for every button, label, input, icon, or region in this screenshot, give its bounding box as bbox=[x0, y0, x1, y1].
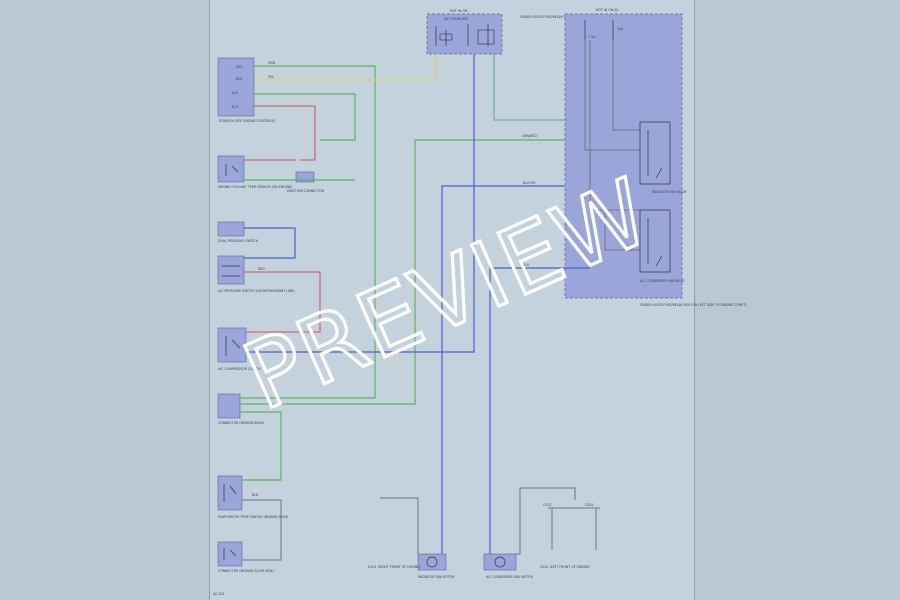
fuse-left-label: 7.5A bbox=[588, 35, 596, 39]
top-block-coil bbox=[439, 33, 453, 41]
ac-pressure-box bbox=[217, 255, 245, 285]
wire-black-2 bbox=[380, 497, 419, 554]
radiator-fan-relay bbox=[639, 121, 671, 185]
coolant-switch-box bbox=[217, 155, 245, 183]
relay-box-header: HOT IN ON (II) bbox=[596, 8, 618, 12]
wire-blue-1 bbox=[244, 227, 296, 259]
ecm-pin-2: B20 bbox=[236, 77, 242, 81]
wire-blue-2 bbox=[246, 54, 475, 353]
wire-black-1 bbox=[242, 499, 282, 561]
relay-box-internal-wires bbox=[584, 40, 640, 251]
ecm-pin-4: B15 bbox=[232, 105, 238, 109]
wire-red-3 bbox=[244, 271, 321, 333]
wire-label-yellow: YEL bbox=[268, 75, 274, 79]
condenser-fan-relay bbox=[639, 209, 671, 273]
dual-pressure-label: DUAL PRESSURE SWITCH bbox=[218, 239, 259, 243]
ground-block-left: G101 bbox=[543, 503, 552, 507]
wire-green-3 bbox=[240, 139, 565, 405]
connector-bottom-box bbox=[217, 541, 243, 567]
top-block-relay bbox=[477, 29, 495, 45]
top-block-note: UNDER-HOOD FUSE/RELAY BOX bbox=[520, 15, 571, 19]
junction-mid-box bbox=[295, 171, 315, 183]
relay-box-frame bbox=[564, 13, 683, 299]
top-relay-block: HOT IN ON A/C RELAY BOX UNDER-HOOD FUSE/… bbox=[426, 9, 571, 55]
condenser-fan-motor-icon bbox=[494, 556, 506, 568]
fuse-right-label: 15A bbox=[617, 27, 624, 31]
wire-yellow-1 bbox=[254, 54, 437, 81]
condenser-fan-motor-box bbox=[483, 553, 517, 571]
top-block-contacts bbox=[435, 24, 489, 46]
relay-box-caption: UNDER-HOOD FUSE/RELAY BOX (ON LEFT SIDE … bbox=[640, 303, 746, 307]
wire-label-green-red: GRN/RED bbox=[522, 134, 537, 138]
ecm-pin-1: A12 bbox=[236, 65, 242, 69]
ecm-block: A12 B20 A15 B15 ECM/PCM (SEE ENGINE CONT… bbox=[217, 57, 275, 123]
connector-bottom-symbol bbox=[223, 548, 237, 560]
top-block-header: HOT IN ON bbox=[450, 9, 468, 13]
compressor-clutch: A/C COMPRESSOR CLUTCH bbox=[217, 327, 261, 371]
ecm-box bbox=[217, 57, 255, 117]
wire-label-black: BLK bbox=[252, 493, 259, 497]
coolant-switch-label: ENGINE COOLANT TEMP SENSOR (ON ENGINE) bbox=[218, 185, 292, 189]
top-relay-box bbox=[426, 13, 503, 55]
connector-bottom-label: CONNECTOR (BEHIND GLOVE BOX) bbox=[218, 569, 274, 573]
condenser-fan-motor-label: A/C CONDENSER FAN MOTOR bbox=[486, 575, 534, 579]
relay-contacts bbox=[647, 130, 663, 267]
ground-right-label: G201 (LEFT FRONT OF ENGINE) bbox=[540, 565, 590, 569]
ecm-label: ECM/PCM (SEE ENGINE CONTROLS) bbox=[219, 119, 275, 123]
wire-black-3 bbox=[516, 487, 576, 555]
ecm-pin-3: A15 bbox=[232, 91, 238, 95]
thermostat-label: EVAPORATOR TEMP SWITCH (BEHIND DASH) bbox=[218, 515, 288, 519]
radiator-fan-motor: RADIATOR FAN MOTOR bbox=[417, 553, 455, 579]
relay-box-fuses bbox=[584, 20, 614, 40]
junction-mid: JUNCTION CONNECTOR bbox=[286, 171, 325, 193]
junction-mid-label: JUNCTION CONNECTOR bbox=[286, 189, 325, 193]
radiator-fan-motor-icon bbox=[426, 556, 438, 568]
ac-pressure-switch: A/C PRESSURE SWITCH (ON REFRIGERANT LINE… bbox=[217, 255, 295, 293]
radiator-fan-motor-label: RADIATOR FAN MOTOR bbox=[418, 575, 455, 579]
ground-left-label: G101 (RIGHT FRONT OF ENGINE) bbox=[368, 565, 421, 569]
radiator-fan-motor-box bbox=[417, 553, 447, 571]
wire-label-blue-yellow: BLU/YEL bbox=[523, 181, 536, 185]
thermostat-symbol bbox=[223, 484, 237, 502]
wire-teal-1 bbox=[493, 54, 565, 121]
coolant-switch-symbol bbox=[225, 164, 239, 176]
dual-pressure-switch: DUAL PRESSURE SWITCH bbox=[217, 221, 259, 243]
ground-block-right: G201 bbox=[585, 503, 594, 507]
compressor-clutch-label: A/C COMPRESSOR CLUTCH bbox=[218, 367, 261, 371]
connector-lower-box bbox=[217, 393, 241, 419]
compressor-clutch-box bbox=[217, 327, 247, 363]
thermostat-box bbox=[217, 475, 243, 511]
wire-label-red: RED bbox=[258, 267, 265, 271]
sheet-footer-code: AC-001 bbox=[213, 592, 225, 596]
relay-label-radiator: RADIATOR FAN RELAY bbox=[652, 190, 686, 194]
dual-pressure-box bbox=[217, 221, 245, 237]
wire-label-blue: BLU bbox=[523, 263, 530, 267]
wire-black-ground bbox=[548, 507, 600, 550]
ac-pressure-symbol bbox=[222, 265, 240, 277]
wire-green-2 bbox=[254, 93, 356, 141]
wire-blue-4 bbox=[489, 267, 590, 554]
wire-green-4 bbox=[240, 411, 282, 481]
top-block-title: A/C RELAY BOX bbox=[444, 17, 469, 21]
ac-pressure-label: A/C PRESSURE SWITCH (ON REFRIGERANT LINE… bbox=[218, 289, 295, 293]
relay-box: HOT IN ON (II) 7.5A 15A RADIATOR FAN REL… bbox=[564, 8, 746, 307]
wire-red-1 bbox=[254, 105, 316, 161]
connector-bottom: CONNECTOR (BEHIND GLOVE BOX) bbox=[217, 541, 274, 573]
wire-blue-3 bbox=[441, 185, 565, 554]
condenser-fan-motor: A/C CONDENSER FAN MOTOR bbox=[483, 553, 534, 579]
wire-green-1 bbox=[240, 65, 376, 399]
thermostat: EVAPORATOR TEMP SWITCH (BEHIND DASH) bbox=[217, 475, 288, 519]
connector-lower-label: CONNECTOR (BEHIND DASH) bbox=[218, 421, 264, 425]
wire-label-green: GRN bbox=[268, 61, 276, 65]
coolant-switch: ENGINE COOLANT TEMP SENSOR (ON ENGINE) bbox=[217, 155, 292, 189]
connector-lower: CONNECTOR (BEHIND DASH) bbox=[217, 393, 264, 425]
relay-label-condenser: A/C CONDENSER FAN RELAY bbox=[640, 279, 685, 283]
compressor-clutch-symbol bbox=[225, 336, 241, 356]
